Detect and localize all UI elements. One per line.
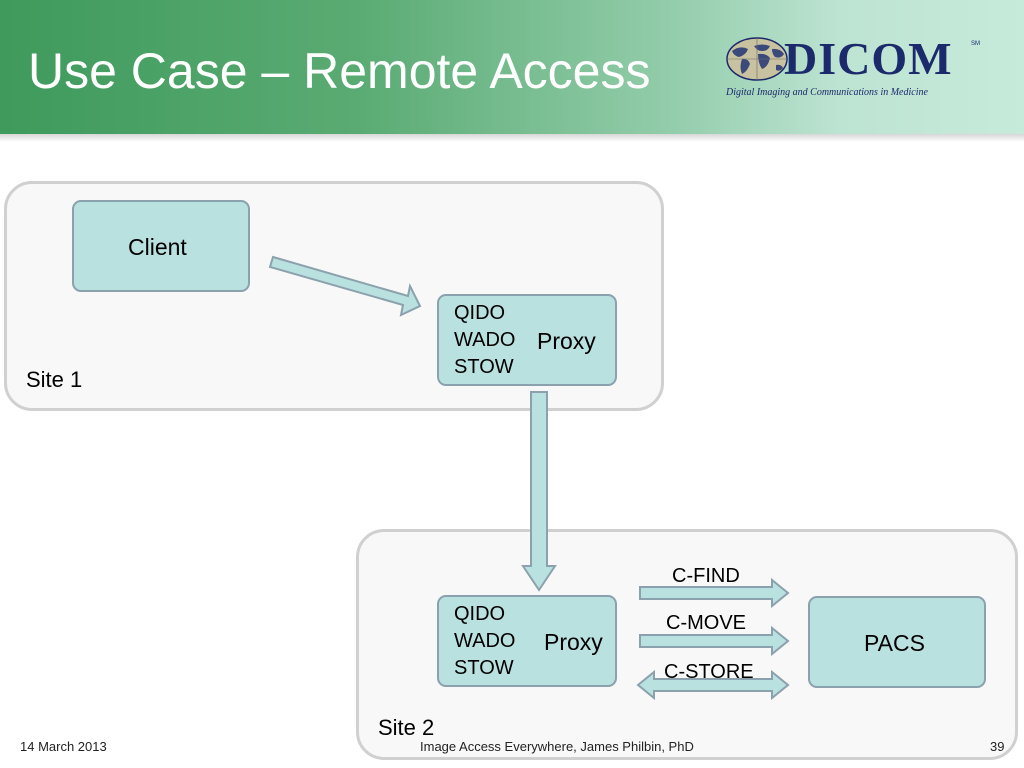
site1-proxy-protocols: QIDO WADO STOW (454, 302, 516, 378)
site1-label: Site 1 (26, 367, 83, 392)
site2-proxy-protocols: QIDO WADO STOW (454, 603, 516, 679)
site2-proxy-box (437, 595, 617, 687)
site1-proxy-box (437, 294, 617, 386)
client-label: Client (128, 234, 187, 260)
c-store-label: C-STORE (664, 661, 754, 683)
dicom-tagline: Digital Imaging and Communications in Me… (726, 87, 928, 98)
slide-title: Use Case – Remote Access (28, 43, 651, 99)
pacs-box (808, 596, 986, 688)
page-number: 39 (990, 739, 1005, 754)
site2-proxy-label: Proxy (544, 629, 603, 655)
site1-proxy-label: Proxy (537, 328, 596, 354)
footer-presentation: Image Access Everywhere, James Philbin, … (420, 739, 694, 754)
c-find-label: C-FIND (672, 565, 740, 587)
client-box (72, 200, 250, 292)
footer-date: 14 March 2013 (20, 739, 107, 754)
site2-label: Site 2 (378, 715, 435, 740)
service-mark: SM (971, 41, 980, 47)
pacs-label: PACS (864, 630, 925, 656)
header-banner (0, 0, 1024, 134)
c-move-label: C-MOVE (666, 612, 746, 634)
globe-icon (726, 37, 788, 81)
dicom-wordmark: DICOM (784, 33, 953, 84)
header-shadow (0, 134, 1024, 142)
